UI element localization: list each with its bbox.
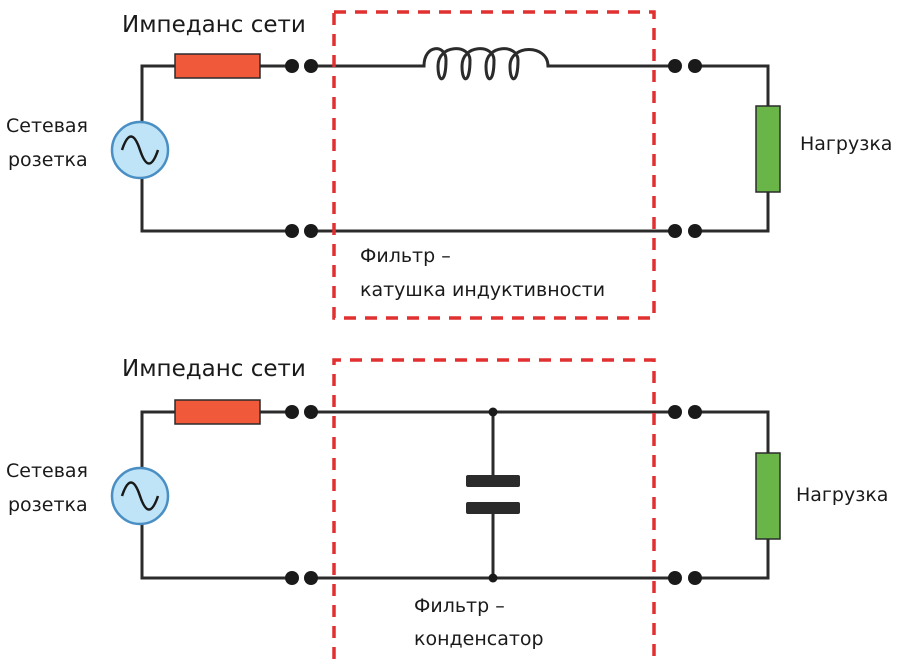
top-terminals: [285, 59, 702, 238]
sine-wave-icon: [120, 135, 160, 165]
bottom-junction-dot: [488, 573, 498, 583]
top-terminal-dot: [304, 59, 318, 73]
top-filter-box: [332, 10, 656, 320]
bottom-impedance-resistor: [174, 399, 261, 425]
top-terminal-dot: [304, 224, 318, 238]
bottom-terminal-dot: [668, 405, 682, 419]
bottom-terminal-dot: [304, 571, 318, 585]
top-load-label: Нагрузка: [800, 133, 892, 155]
capacitor-plate: [466, 475, 520, 487]
top-wire-source-to-resistor: [140, 64, 175, 122]
top-socket-label-line1: Сетевая: [6, 115, 88, 137]
bottom-junction-dot: [488, 407, 498, 417]
top-terminal-dot: [285, 59, 299, 73]
bottom-wires: [140, 410, 770, 580]
top-impedance-label: Импеданс сети: [122, 12, 306, 38]
bottom-terminal-dot: [668, 571, 682, 585]
top-wire-return-to-source: [140, 178, 292, 233]
bottom-capacitor: [466, 475, 520, 514]
top-socket-label-line2: розетка: [8, 149, 88, 171]
top-circuit: Импеданс сети Сетевая розетка Нагрузка Ф…: [6, 10, 892, 320]
bottom-wire-return-to-source: [140, 524, 292, 580]
bottom-terminal-dot: [285, 405, 299, 419]
top-filter-label-line2: катушка индуктивности: [360, 279, 605, 301]
capacitor-plate: [466, 502, 520, 514]
bottom-terminals: [285, 405, 702, 585]
bottom-wire-source-to-resistor: [140, 410, 175, 468]
top-terminal-dot: [688, 59, 702, 73]
bottom-terminal-dot: [304, 405, 318, 419]
bottom-terminal-dot: [688, 405, 702, 419]
top-load-resistor: [755, 105, 781, 193]
bottom-load-resistor: [755, 452, 781, 540]
bottom-wire-load-return: [695, 539, 770, 580]
top-ac-source: [110, 120, 170, 180]
top-wires: [140, 64, 770, 233]
bottom-ac-source: [110, 466, 170, 526]
sine-wave-icon: [120, 481, 160, 511]
bottom-socket-label-line1: Сетевая: [6, 460, 88, 482]
top-wire-load-return: [695, 192, 770, 233]
bottom-filter-box: [332, 358, 656, 665]
bottom-impedance-label: Импеданс сети: [122, 356, 306, 382]
bottom-wire-terminal-to-load: [695, 410, 770, 453]
top-filter-label-line1: Фильтр –: [360, 245, 451, 267]
top-terminal-dot: [668, 59, 682, 73]
bottom-socket-label-line2: розетка: [8, 494, 88, 516]
bottom-terminal-dot: [688, 571, 702, 585]
bottom-filter-label-line1: Фильтр –: [414, 595, 505, 617]
top-terminal-dot: [285, 224, 299, 238]
top-wire-terminal-to-load: [695, 64, 770, 106]
top-terminal-dot: [668, 224, 682, 238]
top-terminal-dot: [688, 224, 702, 238]
top-inductor-coil: [400, 47, 568, 81]
top-impedance-resistor: [174, 53, 261, 79]
bottom-terminal-dot: [285, 571, 299, 585]
bottom-load-label: Нагрузка: [796, 484, 888, 506]
bottom-circuit: Импеданс сети Сетевая розетка Нагрузка Ф…: [6, 356, 888, 665]
bottom-filter-label-line2: конденсатор: [414, 628, 544, 650]
